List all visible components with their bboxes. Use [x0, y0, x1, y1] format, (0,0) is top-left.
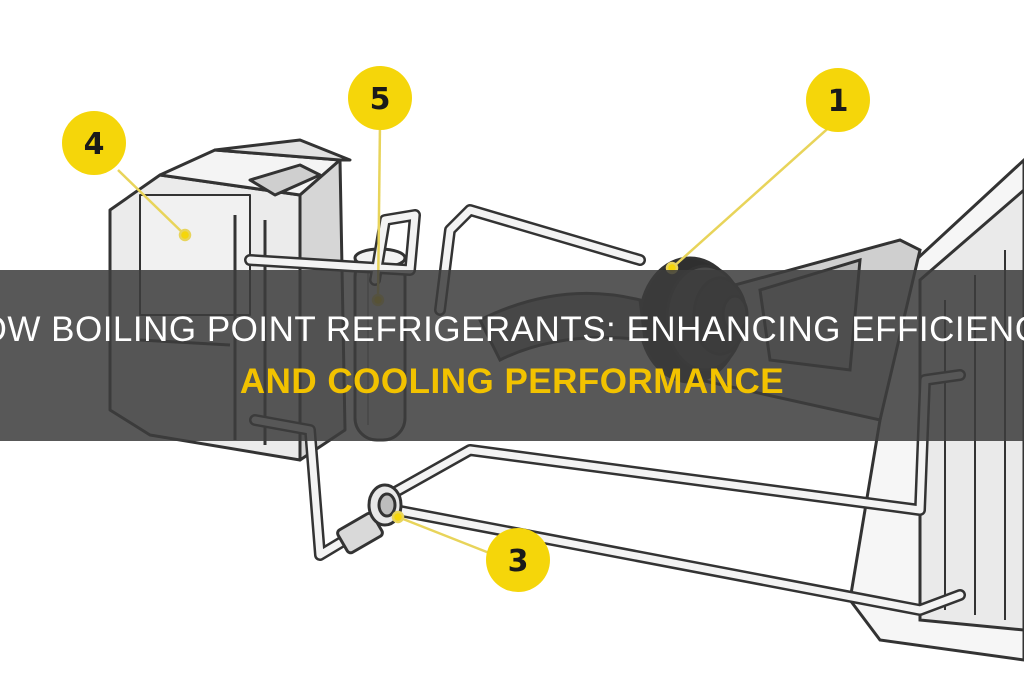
callout-1: 1 [806, 68, 870, 132]
callout-4-badge [62, 111, 126, 175]
title-line-1: LOW BOILING POINT REFRIGERANTS: ENHANCIN… [0, 309, 1024, 349]
callout-1-badge [806, 68, 870, 132]
title-banner: LOW BOILING POINT REFRIGERANTS: ENHANCIN… [0, 270, 1024, 441]
title-line-2: AND COOLING PERFORMANCE [239, 361, 785, 401]
callout-leaders [117, 122, 835, 560]
callout-3-badge [486, 528, 550, 592]
callout-3-label: 3 [508, 544, 529, 579]
callout-4: 4 [62, 111, 126, 175]
callout-5-label: 5 [370, 82, 391, 117]
callout-1-label: 1 [828, 84, 849, 119]
refrigerant-lines [244, 204, 966, 616]
callout-5: 5 [348, 66, 412, 130]
callout-5-badge [348, 66, 412, 130]
expansion-valve [336, 483, 403, 555]
callout-4-label: 4 [84, 127, 105, 162]
callout-3: 3 [486, 528, 550, 592]
